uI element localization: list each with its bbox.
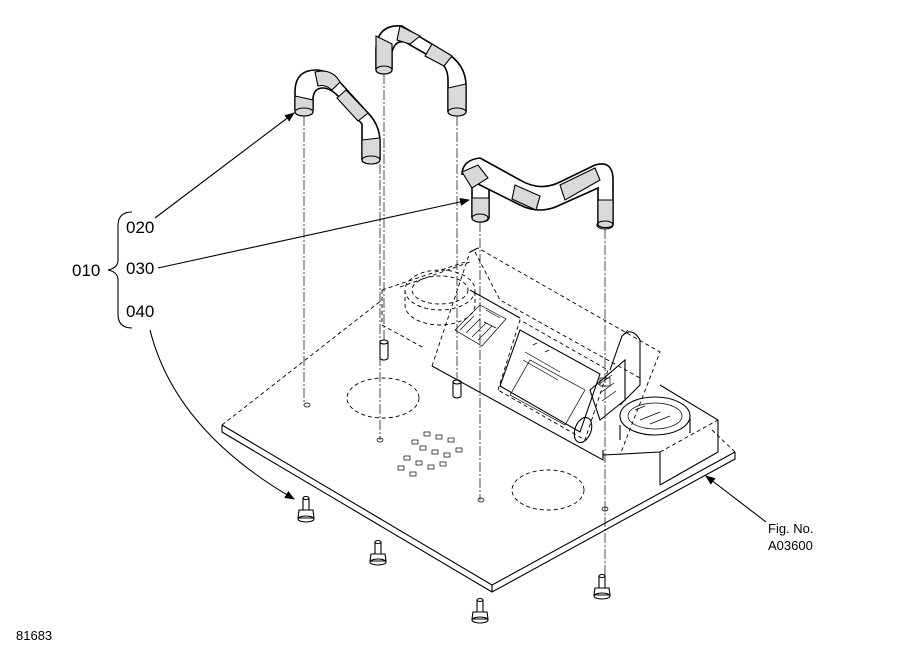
callout-020: 020 xyxy=(126,218,154,237)
standoff-posts xyxy=(379,339,462,399)
callout-bracket xyxy=(107,211,133,329)
figure-label-line1: Fig. No. xyxy=(768,521,814,536)
screw-4 xyxy=(593,573,611,600)
callout-040: 040 xyxy=(126,302,154,321)
control-hole-pattern xyxy=(397,431,463,477)
console-housing xyxy=(381,247,719,486)
plate-cutout-left xyxy=(346,377,420,419)
handle-upper-left xyxy=(294,69,381,165)
callout-030: 030 xyxy=(126,259,154,278)
screw-2 xyxy=(369,539,387,566)
plate-cutout-front xyxy=(511,469,585,511)
screw-1 xyxy=(297,495,315,523)
mounting-holes xyxy=(303,402,609,512)
callout-010: 010 xyxy=(72,261,100,280)
drawing-number: 81683 xyxy=(16,628,52,643)
assembly-centerlines xyxy=(303,74,606,576)
figure-label-line2: A03600 xyxy=(768,538,813,553)
screw-3 xyxy=(471,597,489,624)
handle-side xyxy=(461,157,614,230)
handle-upper-right xyxy=(375,25,467,117)
base-plate xyxy=(221,261,736,593)
leader-lines xyxy=(149,112,767,523)
